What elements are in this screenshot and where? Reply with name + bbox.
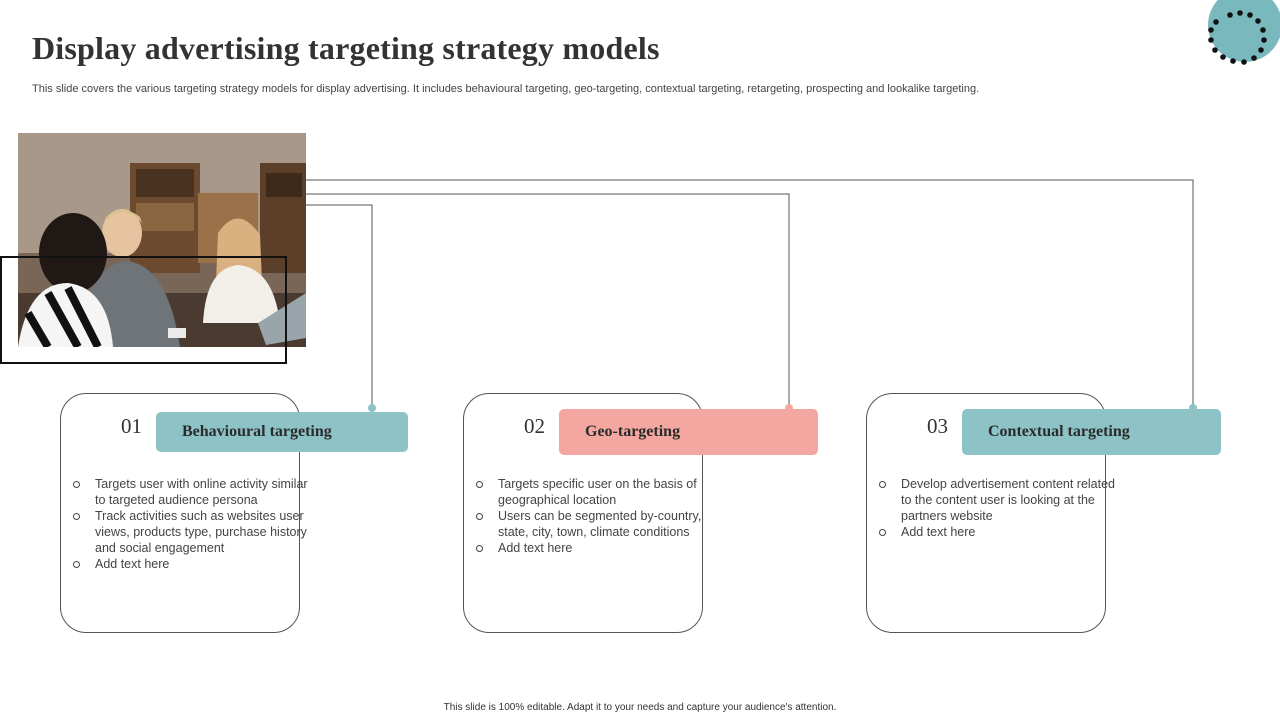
- list-item: Develop advertisement content related to…: [879, 476, 1117, 524]
- model-label-contextual: Contextual targeting: [962, 409, 1221, 455]
- model-number: 03: [927, 414, 948, 438]
- model-label-geo: Geo-targeting: [559, 409, 818, 455]
- slide-footer: This slide is 100% editable. Adapt it to…: [443, 702, 837, 713]
- list-item: Add text here: [879, 524, 1117, 540]
- list-item: Add text here: [73, 556, 311, 572]
- list-item: Track activities such as websites user v…: [73, 508, 311, 556]
- model-number: 01: [121, 414, 142, 438]
- model-number: 02: [524, 414, 545, 438]
- list-item: Add text here: [476, 540, 714, 556]
- list-item: Targets specific user on the basis of ge…: [476, 476, 714, 508]
- slide-title: Display advertising targeting strategy m…: [32, 30, 660, 66]
- model-points: Develop advertisement content related to…: [873, 476, 1117, 540]
- list-item: Targets user with online activity simila…: [73, 476, 311, 508]
- team-meeting-photo: [18, 133, 306, 347]
- list-item: Users can be segmented by-country, state…: [476, 508, 714, 540]
- decorative-circle-icon: [1208, 0, 1280, 65]
- model-points: Targets user with online activity simila…: [67, 476, 311, 572]
- model-label-behavioural: Behavioural targeting: [156, 412, 408, 452]
- photo-frame: [0, 256, 287, 364]
- slide-subtitle: This slide covers the various targeting …: [32, 83, 980, 95]
- model-points: Targets specific user on the basis of ge…: [470, 476, 714, 556]
